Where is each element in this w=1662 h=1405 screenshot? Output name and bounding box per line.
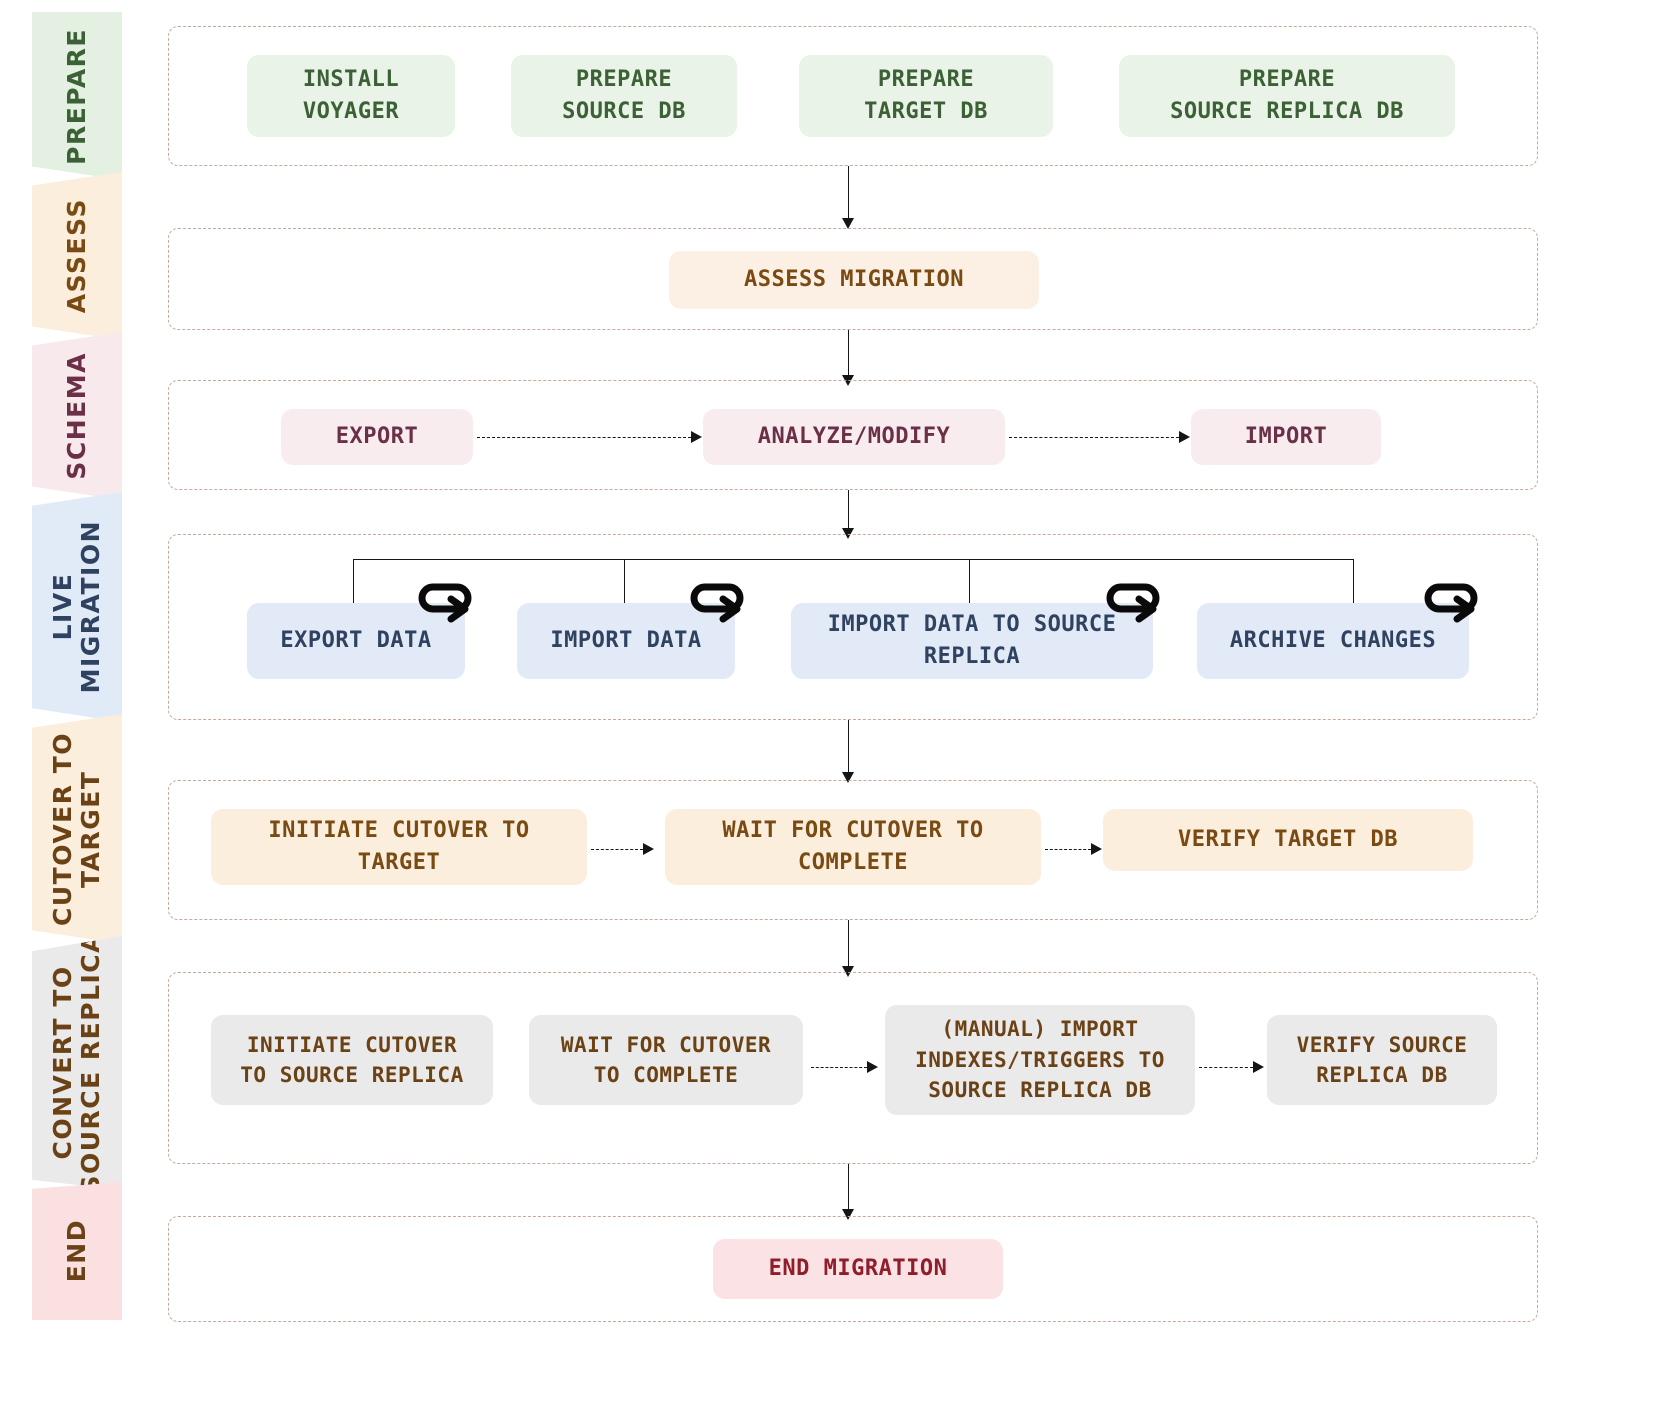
- connector-initiate-to-wait-arrowhead: [643, 843, 654, 855]
- phase-label-live-migration: LIVE MIGRATION: [48, 520, 105, 694]
- loop-repeat-icon: [1106, 583, 1160, 623]
- live-fanout-branch-1: [353, 559, 354, 615]
- connector-initiate-to-wait: [591, 849, 643, 850]
- connector-wait-to-manual-import-arrowhead: [1253, 1061, 1264, 1073]
- phase-label-convert-to-source-replica: CONVERT TO SOURCE REPLICA: [48, 932, 105, 1194]
- node-install-voyager[interactable]: INSTALL VOYAGER: [247, 55, 455, 137]
- phase-label-schema: SCHEMA: [62, 352, 91, 480]
- live-fanout-bus: [353, 559, 1353, 560]
- connector-convert-to-end: [848, 1164, 849, 1214]
- connector-cutover-to-convert: [848, 920, 849, 972]
- phase-band-end: END: [32, 1182, 122, 1320]
- loop-repeat-icon: [1424, 583, 1478, 623]
- node-prepare-target-db[interactable]: PREPARE TARGET DB: [799, 55, 1053, 137]
- row-live-migration: EXPORT DATA IMPORT DATA IMPORT DATA TO S…: [168, 534, 1538, 720]
- node-import-data[interactable]: IMPORT DATA: [517, 603, 735, 679]
- connector-assess-to-schema: [848, 330, 849, 380]
- connector-schema-to-live-arrowhead: [842, 528, 854, 539]
- connector-prepare-to-assess: [848, 166, 849, 222]
- row-prepare: INSTALL VOYAGER PREPARE SOURCE DB PREPAR…: [168, 26, 1538, 166]
- connector-live-to-cutover: [848, 720, 849, 778]
- row-end: END MIGRATION: [168, 1216, 1538, 1322]
- live-fanout-branch-2: [624, 559, 625, 615]
- phase-label-cutover-to-target: CUTOVER TO TARGET: [48, 732, 105, 926]
- phase-band-assess: ASSESS: [32, 172, 122, 340]
- node-initiate-cutover-to-target[interactable]: INITIATE CUTOVER TO TARGET: [211, 809, 587, 885]
- node-initiate-cutover-to-source-replica[interactable]: INITIATE CUTOVER TO SOURCE REPLICA: [211, 1015, 493, 1105]
- node-schema-analyze-modify[interactable]: ANALYZE/MODIFY: [703, 409, 1005, 465]
- node-manual-import-indexes-triggers[interactable]: (MANUAL) IMPORT INDEXES/TRIGGERS TO SOUR…: [885, 1005, 1195, 1115]
- node-export-data[interactable]: EXPORT DATA: [247, 603, 465, 679]
- node-end-migration[interactable]: END MIGRATION: [713, 1239, 1003, 1299]
- phase-rail: PREPARE ASSESS SCHEMA LIVE MIGRATION CUT…: [32, 0, 122, 1320]
- connector-wait-to-manual-import: [1199, 1067, 1253, 1068]
- connector-wait-to-verify: [1045, 849, 1091, 850]
- node-verify-target-db[interactable]: VERIFY TARGET DB: [1103, 809, 1473, 871]
- row-cutover-to-target: INITIATE CUTOVER TO TARGET WAIT FOR CUTO…: [168, 780, 1538, 920]
- node-schema-export[interactable]: EXPORT: [281, 409, 473, 465]
- connector-initiate-replica-to-wait-arrowhead: [867, 1061, 878, 1073]
- row-assess: ASSESS MIGRATION: [168, 228, 1538, 330]
- connector-export-to-analyze-arrowhead: [691, 431, 702, 443]
- connector-cutover-to-convert-arrowhead: [842, 966, 854, 977]
- node-prepare-source-replica-db[interactable]: PREPARE SOURCE REPLICA DB: [1119, 55, 1455, 137]
- node-assess-migration[interactable]: ASSESS MIGRATION: [669, 251, 1039, 309]
- node-archive-changes[interactable]: ARCHIVE CHANGES: [1197, 603, 1469, 679]
- phase-band-cutover-to-target: CUTOVER TO TARGET: [32, 714, 122, 944]
- node-verify-source-replica-db[interactable]: VERIFY SOURCE REPLICA DB: [1267, 1015, 1497, 1105]
- connector-prepare-to-assess-arrowhead: [842, 218, 854, 229]
- node-import-data-to-source-replica[interactable]: IMPORT DATA TO SOURCE REPLICA: [791, 603, 1153, 679]
- phase-band-live-migration: LIVE MIGRATION: [32, 492, 122, 722]
- row-schema: EXPORT ANALYZE/MODIFY IMPORT: [168, 380, 1538, 490]
- connector-analyze-to-import: [1009, 437, 1179, 438]
- phase-label-prepare: PREPARE: [62, 27, 91, 165]
- loop-repeat-icon: [418, 583, 472, 623]
- node-prepare-source-db[interactable]: PREPARE SOURCE DB: [511, 55, 737, 137]
- connector-export-to-analyze: [477, 437, 691, 438]
- live-fanout-branch-3: [969, 559, 970, 615]
- phase-label-end: END: [62, 1219, 91, 1283]
- row-convert-to-source-replica: INITIATE CUTOVER TO SOURCE REPLICA WAIT …: [168, 972, 1538, 1164]
- connector-schema-to-live-migration: [848, 490, 849, 532]
- connector-wait-to-verify-arrowhead: [1091, 843, 1102, 855]
- connector-convert-to-end-arrowhead: [842, 1209, 854, 1220]
- phase-band-prepare: PREPARE: [32, 12, 122, 180]
- node-wait-for-cutover-to-complete[interactable]: WAIT FOR CUTOVER TO COMPLETE: [665, 809, 1041, 885]
- connector-initiate-replica-to-wait: [811, 1067, 867, 1068]
- phase-band-schema: SCHEMA: [32, 332, 122, 500]
- connector-analyze-to-import-arrowhead: [1179, 431, 1190, 443]
- node-wait-for-cutover-to-complete-replica[interactable]: WAIT FOR CUTOVER TO COMPLETE: [529, 1015, 803, 1105]
- phase-label-assess: ASSESS: [62, 198, 91, 314]
- live-fanout-branch-4: [1353, 559, 1354, 615]
- connector-live-to-cutover-arrowhead: [842, 772, 854, 783]
- node-schema-import[interactable]: IMPORT: [1191, 409, 1381, 465]
- loop-repeat-icon: [690, 583, 744, 623]
- phase-band-convert-to-source-replica: CONVERT TO SOURCE REPLICA: [32, 936, 122, 1190]
